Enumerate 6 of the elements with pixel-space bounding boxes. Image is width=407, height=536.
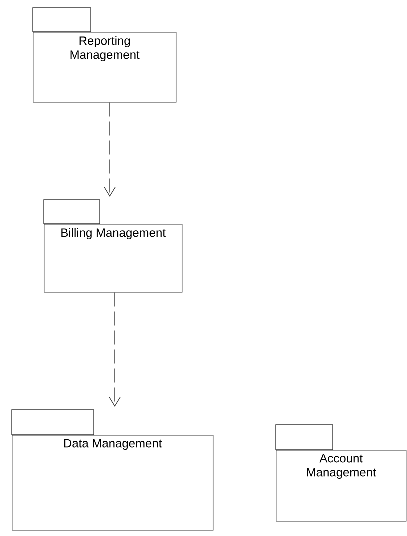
- package-box: Account Management: [276, 424, 407, 522]
- dependency-arrow: [109, 292, 121, 407]
- dependency-arrow: [104, 102, 116, 197]
- package-box: Reporting Management: [32, 8, 177, 103]
- package-box: Billing Management: [44, 200, 183, 293]
- package-box: Data Management: [12, 410, 214, 531]
